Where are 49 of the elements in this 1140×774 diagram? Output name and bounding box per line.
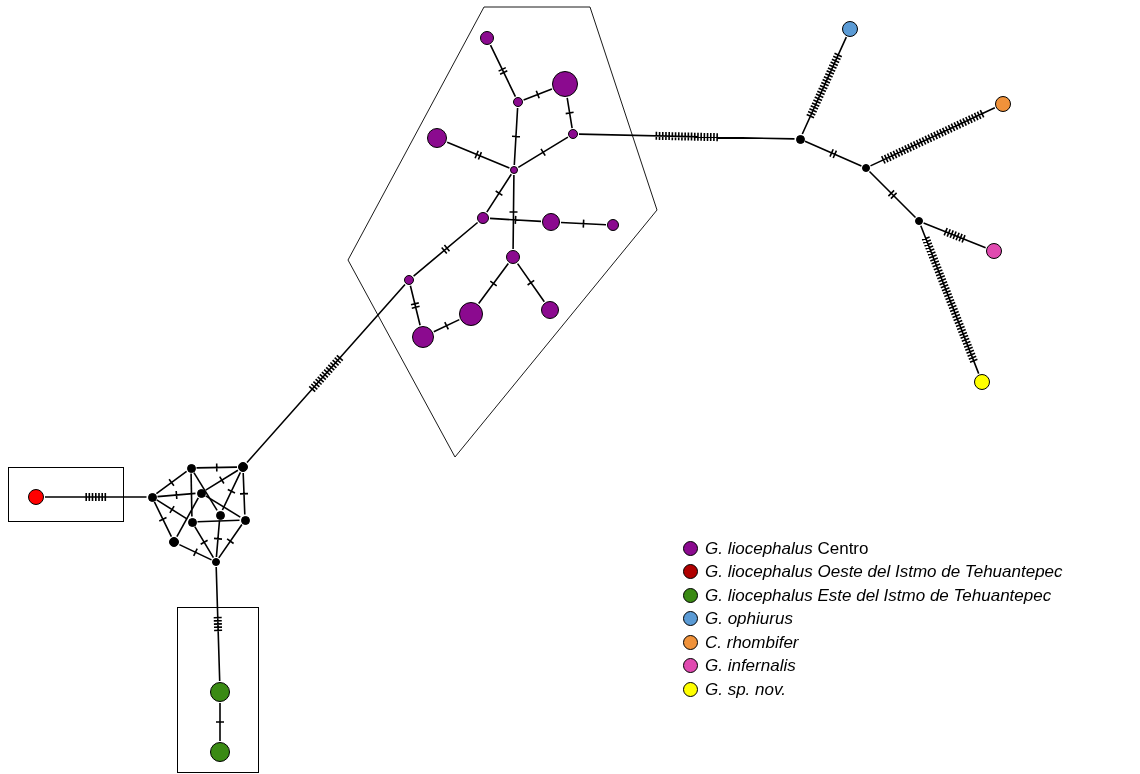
legend-label: G. sp. nov. bbox=[705, 680, 786, 698]
haplotype-link bbox=[196, 519, 241, 523]
haplotype-link bbox=[44, 492, 148, 502]
haplotype-link bbox=[486, 173, 513, 213]
haplotype-link bbox=[176, 497, 200, 538]
haplotype-link bbox=[155, 499, 189, 520]
haplotype-link bbox=[446, 141, 511, 169]
haplotype-link bbox=[489, 215, 542, 225]
haplotype-link bbox=[868, 170, 917, 219]
haplotype-link bbox=[409, 285, 421, 327]
haplotype-link bbox=[922, 222, 987, 249]
haplotype-link bbox=[218, 523, 243, 559]
legend-label: G. ophiurus bbox=[705, 610, 793, 628]
legend-label: G. liocephalus Centro bbox=[705, 539, 869, 557]
haplotype-link bbox=[215, 702, 225, 742]
haplotype-link bbox=[578, 131, 796, 142]
haplotype-link bbox=[204, 495, 242, 518]
legend-label: G. liocephalus Oeste del Istmo de Tehuantepec bbox=[705, 563, 1063, 581]
haplotype-link bbox=[508, 174, 519, 250]
legend-label: G. infernalis bbox=[705, 657, 796, 675]
haplotype-link bbox=[489, 44, 517, 98]
haplotype-link bbox=[156, 490, 197, 500]
haplotype-link bbox=[194, 525, 215, 559]
haplotype-link bbox=[153, 501, 173, 538]
haplotype-link bbox=[517, 136, 569, 169]
haplotype-link bbox=[246, 283, 406, 464]
haplotype-link bbox=[412, 221, 479, 277]
haplotype-link bbox=[221, 471, 242, 511]
haplotype-link bbox=[804, 140, 863, 167]
haplotype-link bbox=[212, 566, 223, 682]
haplotype-link bbox=[190, 472, 193, 518]
legend-label: C. rhombifer bbox=[705, 633, 799, 651]
haplotype-link bbox=[869, 107, 996, 167]
haplotype-link bbox=[155, 470, 188, 495]
haplotype-link bbox=[522, 88, 553, 101]
haplotype-link bbox=[178, 543, 213, 561]
haplotype-link bbox=[204, 469, 239, 491]
haplotype-link bbox=[433, 318, 461, 333]
haplotype-link bbox=[193, 471, 218, 512]
legend-label: G. liocephalus Este del Istmo de Tehuantepec bbox=[705, 586, 1052, 604]
haplotype-link bbox=[511, 107, 521, 166]
haplotype-link bbox=[801, 36, 848, 135]
haplotype-link bbox=[920, 224, 980, 375]
haplotype-link bbox=[239, 472, 249, 516]
haplotype-link bbox=[560, 218, 607, 229]
haplotype-link bbox=[564, 97, 575, 129]
haplotype-link bbox=[516, 262, 546, 303]
haplotype-link bbox=[213, 519, 223, 558]
haplotype-link bbox=[195, 462, 238, 473]
